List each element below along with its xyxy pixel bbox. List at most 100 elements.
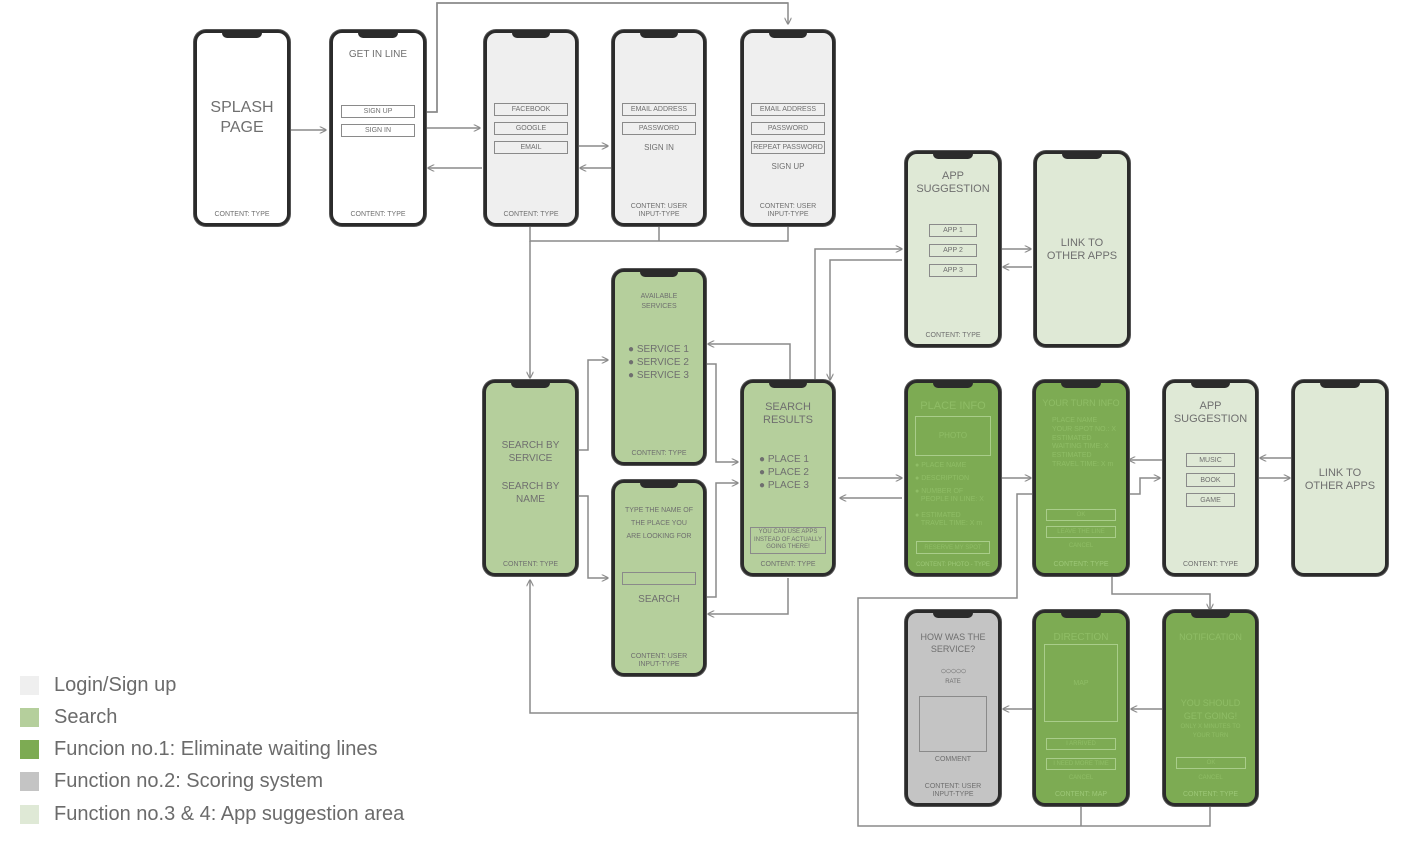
- turn-info-lines: PLACE NAME YOUR SPOT NO.: X ESTIMATED WA…: [1052, 417, 1116, 470]
- ok-button[interactable]: OK: [1176, 757, 1246, 769]
- place-label: PLACE 2: [767, 467, 809, 478]
- search-by-name-2[interactable]: NAME: [516, 494, 545, 505]
- note-line-3: GOING THERE!: [766, 544, 810, 551]
- app-suggestion-screen-mid: APP SUGGESTION MUSIC BOOK GAME CONTENT: …: [1163, 380, 1258, 576]
- turn-info-line: ESTIMATED: [1052, 452, 1092, 459]
- link-to-other-apps-screen-top: LINK TO OTHER APPS: [1034, 151, 1130, 347]
- type-name-line-3: ARE LOOKING FOR: [626, 533, 692, 540]
- note-line-1: YOU CAN USE APPS: [758, 529, 818, 536]
- link-to-other-apps-screen-mid: LINK TO OTHER APPS: [1292, 380, 1388, 576]
- repeat-password-field[interactable]: REPEAT PASSWORD: [751, 141, 825, 154]
- people-in-line-item: ● NUMBER OF PEOPLE IN LINE: X: [915, 488, 984, 503]
- app3-button[interactable]: APP 3: [929, 264, 977, 277]
- service-label: SERVICE 1: [636, 344, 689, 355]
- phone-notch: [1061, 613, 1101, 618]
- description-item: ● DESCRIPTION: [915, 475, 970, 482]
- email-button[interactable]: EMAIL: [494, 141, 568, 154]
- splash-title-2: PAGE: [220, 119, 264, 136]
- game-button[interactable]: GAME: [1186, 493, 1235, 507]
- facebook-button[interactable]: FACEBOOK: [494, 103, 568, 116]
- legend-label: Funcion no.1: Eliminate waiting lines: [54, 738, 378, 760]
- screen-footer: CONTENT: TYPE: [502, 560, 559, 568]
- app2-button[interactable]: APP 2: [929, 244, 977, 257]
- service-item[interactable]: ● SERVICE 2: [628, 357, 689, 368]
- place-item[interactable]: ● PLACE 1: [759, 454, 809, 465]
- search-by-service-2[interactable]: SERVICE: [508, 453, 553, 464]
- travel-time-item: ● ESTIMATED TRAVEL TIME: X m: [915, 512, 983, 527]
- cancel-button[interactable]: CANCEL: [1068, 775, 1094, 781]
- email-field[interactable]: EMAIL ADDRESS: [751, 103, 825, 116]
- splash-screen: SPLASH PAGE CONTENT: TYPE: [194, 30, 290, 226]
- reserve-spot-button[interactable]: RESERVE MY SPOT: [916, 541, 990, 554]
- results-title-1: SEARCH: [765, 401, 811, 413]
- services-title-2: SERVICES: [641, 303, 677, 310]
- phone-notch: [768, 383, 808, 388]
- google-button[interactable]: GOOGLE: [494, 122, 568, 135]
- leave-line-button[interactable]: LEAVE THE LINE: [1046, 526, 1116, 538]
- place-info-title: PLACE INFO: [920, 400, 986, 412]
- screen-footer: CONTENT: TYPE: [214, 210, 270, 218]
- book-button[interactable]: BOOK: [1186, 473, 1235, 487]
- turn-info-line: ESTIMATED: [1052, 434, 1092, 442]
- sign-in-action[interactable]: SIGN IN: [644, 143, 674, 152]
- rating-stars[interactable]: ○○○○○: [940, 666, 966, 677]
- comment-label: COMMENT: [934, 756, 972, 763]
- line-login-merge: [529, 226, 789, 242]
- service-item[interactable]: ● SERVICE 1: [628, 344, 689, 355]
- footer-line-2: INPUT-TYPE: [932, 790, 974, 798]
- map-placeholder[interactable]: MAP: [1044, 644, 1118, 722]
- sign-up-button[interactable]: SIGN UP: [341, 105, 415, 118]
- service-label: SERVICE 2: [636, 357, 689, 368]
- legend-label: Search: [54, 706, 118, 728]
- place-name-item: ● PLACE NAME: [915, 462, 967, 469]
- comment-box[interactable]: [919, 696, 987, 752]
- phone-notch: [1320, 383, 1360, 388]
- more-time-button[interactable]: I NEED MORE TIME: [1046, 758, 1116, 770]
- search-by-service-1[interactable]: SEARCH BY: [501, 440, 560, 451]
- place-item[interactable]: ● PLACE 3: [759, 480, 809, 491]
- phone-notch: [1061, 383, 1101, 388]
- email-field[interactable]: EMAIL ADDRESS: [622, 103, 696, 116]
- ok-button[interactable]: OK: [1046, 509, 1116, 521]
- screen-footer: CONTENT: USER INPUT-TYPE: [615, 203, 703, 219]
- password-field[interactable]: PASSWORD: [751, 122, 825, 135]
- sign-in-button[interactable]: SIGN IN: [341, 124, 415, 137]
- sign-up-action[interactable]: SIGN UP: [771, 162, 805, 171]
- place-info-screen: PLACE INFO PHOTO ● PLACE NAME ● DESCRIPT…: [905, 380, 1001, 576]
- screen-footer: CONTENT: TYPE: [1182, 560, 1239, 568]
- notification-line-1: YOU SHOULD: [1180, 698, 1241, 708]
- screen-footer: CONTENT: MAP: [1054, 790, 1108, 798]
- music-button[interactable]: MUSIC: [1186, 453, 1235, 467]
- screen-footer: CONTENT: USER INPUT-TYPE: [908, 783, 998, 799]
- use-apps-note[interactable]: YOU CAN USE APPS INSTEAD OF ACTUALLY GOI…: [750, 527, 826, 554]
- app-suggestion-title-1: APP: [941, 170, 964, 182]
- place-item[interactable]: ● PLACE 2: [759, 467, 809, 478]
- name-input[interactable]: [622, 572, 696, 585]
- search-results-screen: SEARCH RESULTS ● PLACE 1 ● PLACE 2 ● PLA…: [741, 380, 835, 576]
- password-field[interactable]: PASSWORD: [622, 122, 696, 135]
- arrived-button[interactable]: I ARRIVED: [1046, 738, 1116, 750]
- app-suggestion-title-2: SUGGESTION: [916, 183, 990, 195]
- turn-info-line: PLACE NAME: [1052, 417, 1098, 424]
- your-turn-title: YOUR TURN INFO: [1042, 398, 1120, 408]
- legend-label: Function no.2: Scoring system: [54, 770, 324, 792]
- photo-placeholder: PHOTO: [915, 416, 991, 456]
- signin-form-screen: EMAIL ADDRESS PASSWORD SIGN IN CONTENT: …: [612, 30, 706, 226]
- cancel-button[interactable]: CANCEL: [1068, 543, 1094, 549]
- footer-line-1: CONTENT: USER: [924, 782, 982, 790]
- notification-line-2: GET GOING!: [1183, 711, 1238, 721]
- cancel-button[interactable]: CANCEL: [1198, 775, 1223, 781]
- notification-line-3: ONLY X MINUTES TO: [1180, 724, 1241, 730]
- app1-button[interactable]: APP 1: [929, 224, 977, 237]
- place-label: PLACE 3: [767, 480, 809, 491]
- type-name-line-2: THE PLACE YOU: [631, 520, 687, 527]
- service-item[interactable]: ● SERVICE 3: [628, 370, 689, 381]
- legend-swatch: [20, 805, 39, 824]
- place-info-line: PEOPLE IN LINE: X: [920, 495, 984, 503]
- search-by-name-1[interactable]: SEARCH BY: [501, 481, 560, 492]
- search-button[interactable]: SEARCH: [638, 594, 680, 605]
- place-info-line: ESTIMATED: [921, 512, 961, 519]
- turn-info-line: YOUR SPOT NO.: X: [1052, 425, 1117, 433]
- screen-footer: CONTENT: TYPE: [350, 210, 406, 218]
- arrow-appsug-to-results: [830, 259, 902, 380]
